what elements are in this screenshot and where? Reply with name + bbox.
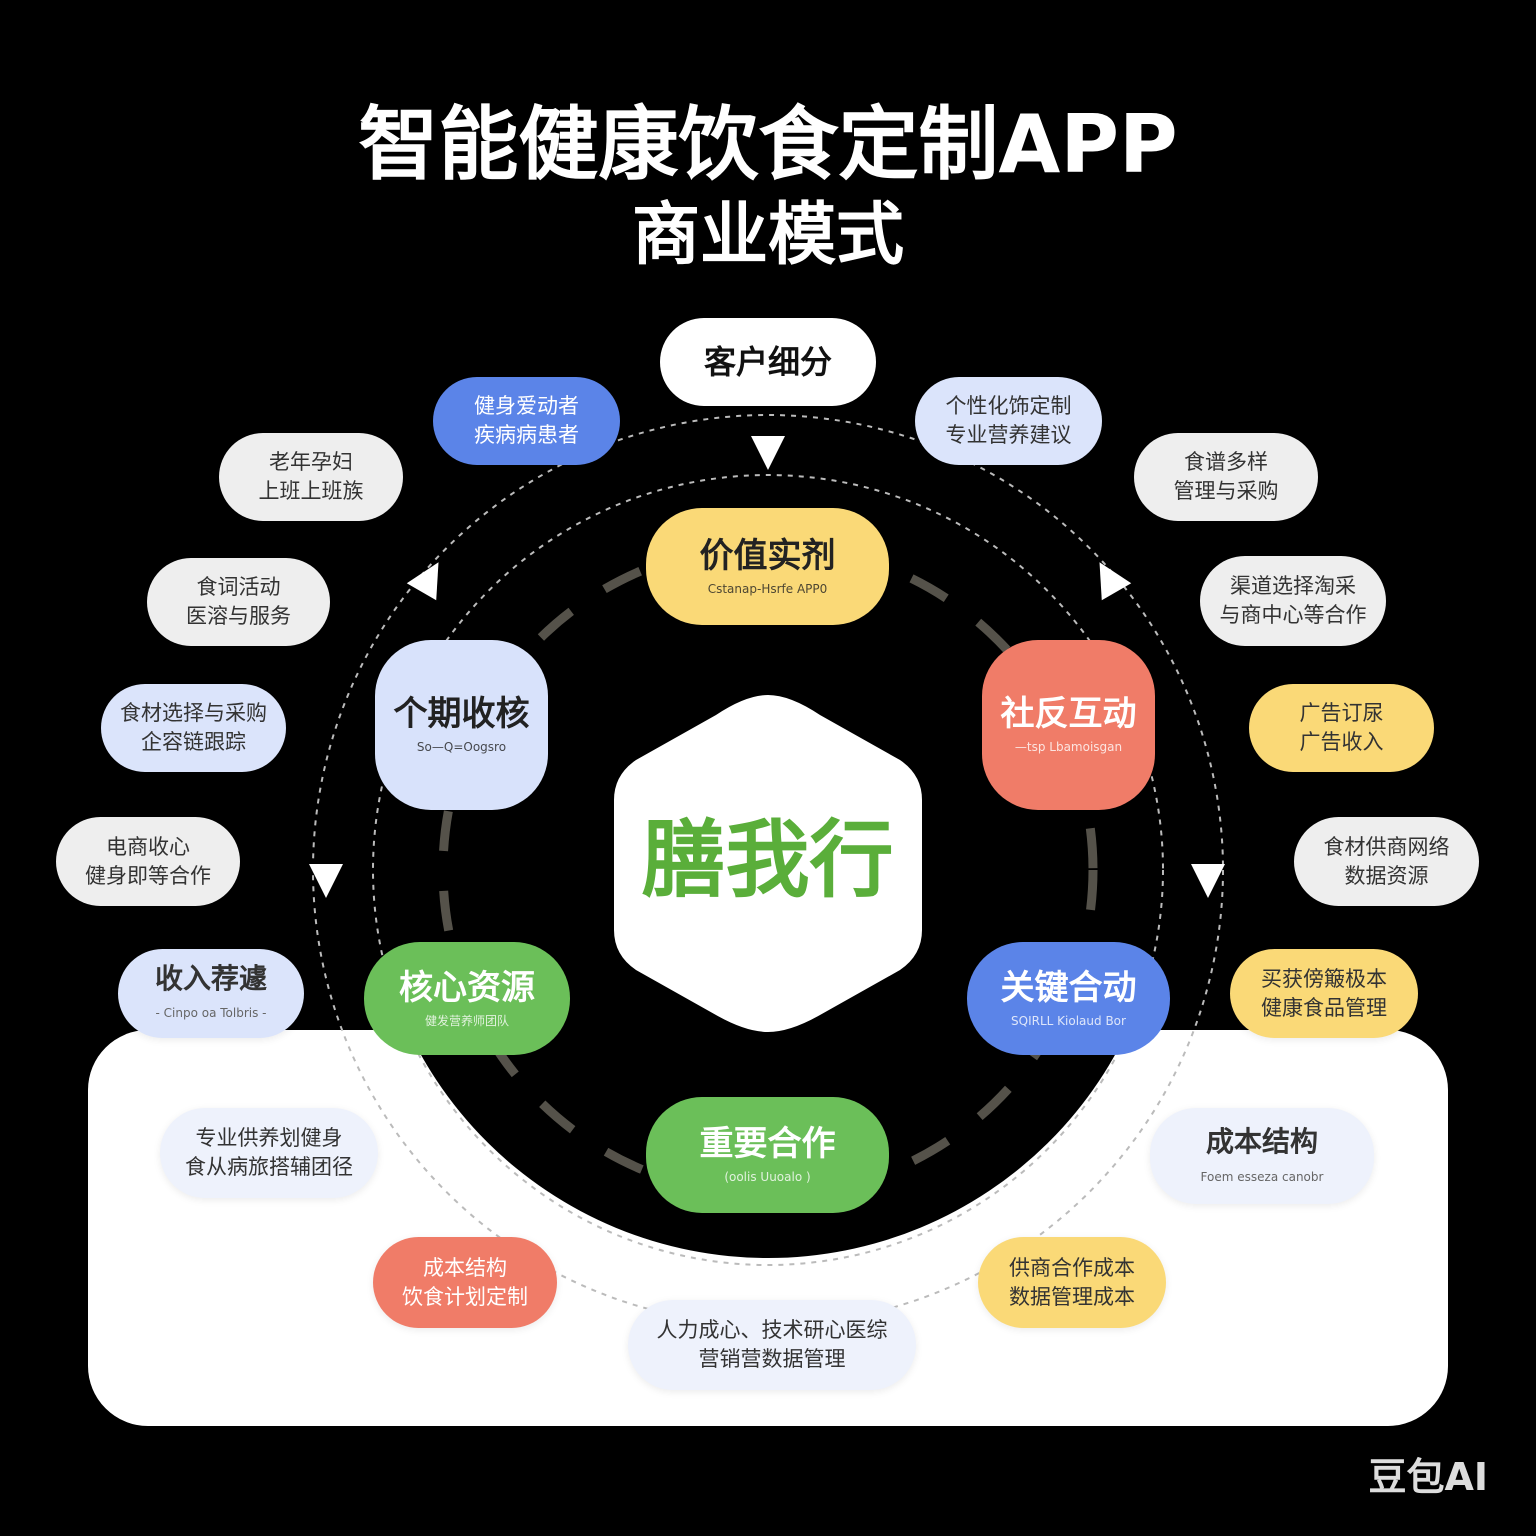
pill-line: 管理与采购	[1173, 479, 1279, 503]
pill-food-management: 买获傍簸极本健康食品管理	[1230, 949, 1418, 1038]
core-value-proposition: 价值实剂 Cstanap-Hsrfe APP0	[646, 508, 889, 625]
pill-line: 食词活动	[196, 575, 281, 599]
pill-line: 上班上班族	[258, 479, 364, 503]
pill-line: 专业供养划健身	[195, 1126, 343, 1150]
core-subtitle: Cstanap-Hsrfe APP0	[707, 581, 828, 596]
core-key-activities: 关键合动 SQIRLL Kiolaud Bor	[967, 942, 1170, 1055]
pill-line: 医溶与服务	[186, 604, 291, 628]
pill-line: 电商收心	[106, 834, 190, 859]
pill-demographics: 老年孕妇上班上班族	[219, 433, 403, 521]
core-subtitle: —tsp Lbamoisgan	[1014, 740, 1123, 754]
page-subtitle: 商业模式	[631, 196, 904, 275]
pill-activities: 食词活动医溶与服务	[147, 558, 330, 646]
core-title: 价值实剂	[699, 535, 836, 576]
center-hexagon	[614, 695, 922, 1032]
pill-line: 健身爱动者	[474, 394, 579, 418]
brand-center-text: 膳我行	[641, 811, 894, 909]
pill-sourcing: 食材选择与采购企容链跟踪	[101, 684, 286, 772]
core-title: 个期收核	[393, 694, 530, 734]
pill-ecommerce: 电商收心健身即等合作	[56, 817, 240, 906]
pill-line: 供商合作成本	[1009, 1255, 1135, 1280]
pill-line: Foem esseza canobr	[1200, 1169, 1324, 1184]
core-partnerships: 重要合作 (oolis Uuoalo )	[646, 1097, 889, 1213]
pill-supplier-cost: 供商合作成本数据管理成本	[978, 1237, 1166, 1328]
pill-professional-plan: 专业供养划健身食从病旅搭辅团径	[160, 1108, 378, 1198]
arrow-down-icon	[751, 436, 785, 470]
pill-line: 食谱多样	[1184, 450, 1268, 474]
pill-line: 饮食计划定制	[402, 1284, 528, 1309]
pill-line: 食材选择与采购	[120, 701, 267, 725]
core-subtitle: SQIRLL Kiolaud Bor	[1011, 1013, 1126, 1028]
pill-line: 疾病病患者	[474, 423, 579, 447]
pill-line: 老年孕妇	[269, 450, 353, 474]
pill-line: 与商中心等合作	[1219, 603, 1367, 627]
pill-cost-diet-plan: 成本结构饮食计划定制	[373, 1237, 557, 1328]
pill-line: 人力成心、技术研心医综	[656, 1318, 888, 1342]
pill-line: 成本结构	[1205, 1124, 1318, 1158]
pill-line: 广告订尿	[1299, 701, 1384, 725]
pill-line: 企容链跟踪	[141, 730, 246, 754]
core-title: 核心资源	[399, 967, 535, 1008]
arrow-down-icon	[309, 864, 343, 898]
customer-segment-node: 客户细分	[660, 318, 876, 406]
core-title: 重要合作	[699, 1124, 836, 1164]
pill-labor-cost: 人力成心、技术研心医综营销营数据管理	[628, 1300, 916, 1390]
core-key-resources: 核心资源健发营养师团队	[364, 942, 570, 1055]
pill-line: 营销营数据管理	[698, 1347, 846, 1371]
pill-line: 食材供商网络	[1323, 834, 1450, 859]
core-subtitle: 健发营养师团队	[424, 1013, 509, 1028]
pill-personalization: 个性化饰定制专业营养建议	[915, 377, 1102, 465]
pill-line: 健身即等合作	[85, 863, 211, 888]
pill-line: 成本结构	[423, 1255, 507, 1280]
pill-supplier-network: 食材供商网络数据资源	[1294, 817, 1479, 906]
pill-channels: 渠道选择淘采与商中心等合作	[1200, 556, 1386, 646]
core-subtitle: (oolis Uuoalo )	[724, 1170, 811, 1184]
core-title: 关键合动	[1000, 967, 1137, 1008]
core-revenue: 个期收核 So—Q=Oogsro	[375, 640, 548, 810]
core-community: 社反互动 —tsp Lbamoisgan	[982, 640, 1155, 810]
core-title: 社反互动	[1000, 694, 1137, 734]
arrow-down-icon	[1191, 864, 1225, 898]
pill-cost-structure: 成本结构 Foem esseza canobr	[1150, 1108, 1374, 1204]
watermark: 豆包AI	[1368, 1455, 1488, 1499]
pill-line: - Cinpo oa Tolbris -	[155, 1006, 267, 1020]
pill-line: 个性化饰定制	[945, 394, 1072, 418]
pill-line: 广告收入	[1299, 730, 1384, 754]
pill-recipes: 食谱多样管理与采购	[1134, 433, 1318, 521]
pill-line: 数据管理成本	[1009, 1284, 1135, 1309]
pill-line: 专业营养建议	[945, 423, 1072, 447]
pill-revenue: 收入荐遽 - Cinpo oa Tolbris -	[118, 949, 304, 1038]
pill-customer-type: 健身爱动者疾病病患者	[433, 377, 620, 465]
page-title: 智能健康饮食定制APP	[358, 98, 1178, 191]
pill-ads: 广告订尿广告收入	[1249, 684, 1434, 772]
pill-line: 渠道选择淘采	[1230, 574, 1356, 598]
pill-line: 健康食品管理	[1261, 995, 1387, 1020]
pill-line: 收入荐遽	[154, 962, 267, 995]
pill-line: 买获傍簸极本	[1261, 966, 1387, 991]
pill-line: 食从病旅搭辅团径	[185, 1155, 353, 1179]
core-subtitle: So—Q=Oogsro	[416, 740, 507, 754]
pill-line: 数据资源	[1344, 863, 1429, 888]
